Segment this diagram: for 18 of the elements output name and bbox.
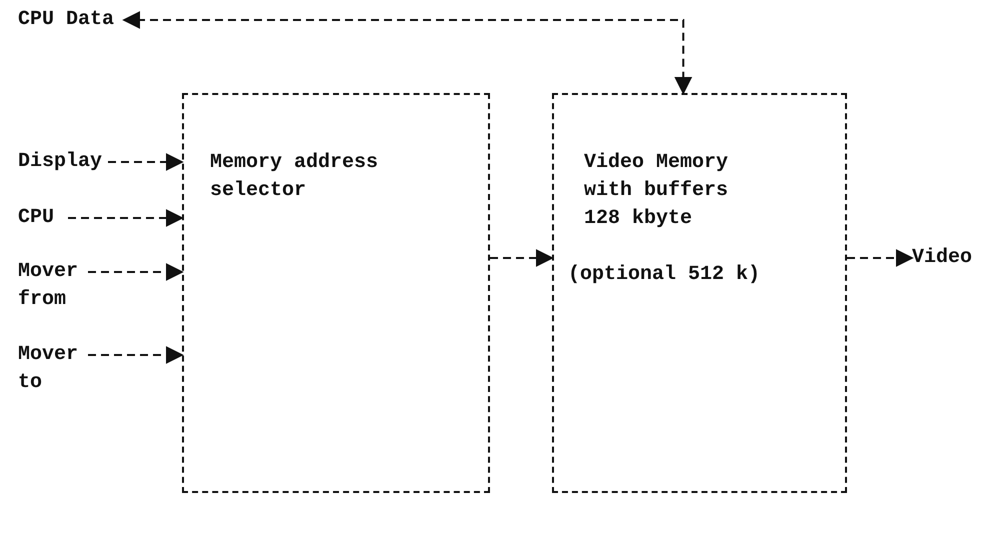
arrow [88, 263, 184, 281]
arrow [490, 249, 554, 267]
block-box [552, 93, 847, 493]
block-label: Video Memory with buffers 128 kbyte [584, 150, 730, 232]
arrow [108, 153, 184, 171]
arrow [122, 11, 692, 95]
signal-label: CPU Data [18, 6, 118, 34]
signal-label: Display [18, 148, 108, 176]
arrow [88, 346, 184, 364]
signal-label: Mover to [18, 341, 88, 397]
block-label: Memory address selector [210, 150, 380, 204]
signal-label: Mover from [18, 258, 88, 314]
arrow [68, 209, 184, 227]
signal-label: CPU [18, 204, 68, 232]
block-label: (optional 512 k) [568, 262, 762, 288]
arrow [847, 249, 914, 267]
block-box [182, 93, 490, 493]
signal-label: Video [912, 244, 982, 272]
